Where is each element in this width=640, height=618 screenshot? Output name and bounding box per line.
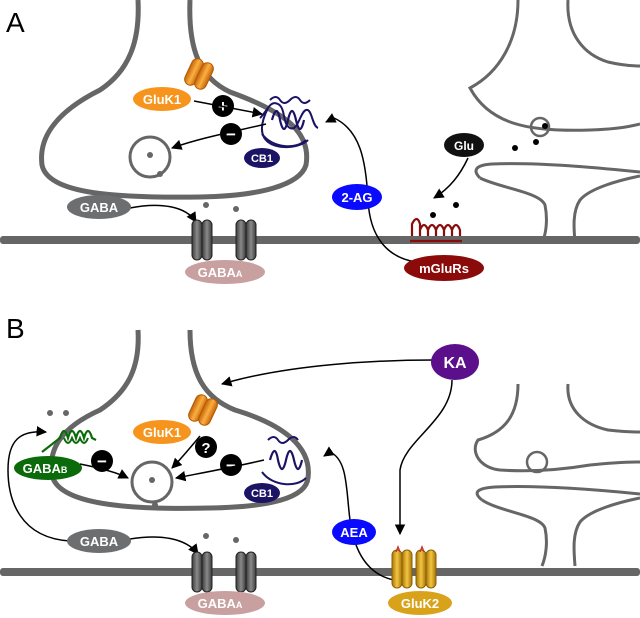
panel-b-postsynaptic-membrane [0,568,640,576]
panel-b-gaba-label: GABA [80,534,119,549]
panel-a-mglur-receptor-icon [410,217,462,236]
panel-a-arrow-glu [433,157,469,199]
panel-b-arrow-gabab-vesicle [79,463,129,479]
panel-b-cb1-receptor-icon [261,436,307,486]
panel-a-dendritic-spine [474,165,640,180]
panel-b-vesicle-right [525,450,549,474]
svg-text:−: − [97,452,107,471]
panel-b-arrow-cb1-vesicle [174,459,265,482]
panel-b-gluk2-receptor-icon [391,544,437,589]
svg-text:?: ? [201,440,210,457]
panel-b-gluk2-label-bg [388,591,452,615]
panel-a-gaba-label-bg [67,195,131,219]
panel-a-arrow-gluk1-cb1 [193,100,264,118]
panel-a-arrow-gaba [129,204,197,223]
panel-a-gaba-vesicle [128,135,172,179]
panel-a-gluk1-label: GluK1 [143,92,181,107]
panel-b-arrow-ka-gluk1 [220,359,435,387]
panel-b-arrow-ka-gluk2 [394,379,453,536]
panel-a-letter: A [6,7,25,38]
panel-b-arrow-gaba [129,536,199,555]
panel-a-mglurs-label-bg [404,255,484,281]
panel-b-gluk1-receptor-icon [188,394,218,426]
panel-a-cb1-label: CB1 [251,153,273,165]
panel-b-minus-right-icon [220,454,242,476]
panel-a-cb1-label-bg [244,148,280,168]
panel-b-arrow-gluk1-vesicle [171,435,201,469]
panel-a-mglurs-label: mGluRs [419,261,469,276]
panel-b-gabaa-label: GABAA [198,596,243,611]
panel-b: B GluK1 ? [0,313,640,615]
panel-b-gabab-label: GABAB [23,461,68,476]
panel-b-cb1-label: CB1 [251,488,273,500]
svg-text:−: − [226,456,236,475]
panel-a-minus-icon [220,123,242,145]
panel-a-glu-label-bg [444,133,484,157]
panel-a: A GluK1 [0,0,640,284]
panel-a-gabaa-label-bg [185,260,265,284]
panel-b-gaba-label-bg [67,529,131,553]
panel-b-cb1-label-bg [244,483,280,503]
panel-b-gabaa-label-bg [185,591,265,615]
panel-b-arrow-gaba-gabab [7,426,71,542]
panel-a-glu-vesicle [529,116,551,138]
panel-a-gaba-label: GABA [80,200,119,215]
panel-b-gaba-vesicle [130,460,174,504]
panel-a-inhibitory-terminal [39,0,310,200]
panel-b-gabab-receptor-icon [41,429,97,453]
panel-b-ka-label: KA [443,355,467,372]
panel-a-gabaa-receptor-icon [191,219,257,261]
panel-b-gluk2-label: GluK2 [401,596,439,611]
svg-text:−: − [226,125,236,144]
panel-b-aea-label-bg [332,519,376,545]
panel-a-gluk1-receptor-icon [184,58,214,90]
panel-a-2ag-label: 2-AG [341,190,372,205]
panel-a-excitatory-terminal [467,0,640,132]
panel-b-excitatory-terminal [473,383,640,473]
panel-b-minus-left-icon [91,450,113,472]
panel-b-gluk1-label: GluK1 [143,425,181,440]
panel-b-inhibitory-terminal [48,329,311,511]
panel-b-arrow-aea [323,446,395,581]
panel-a-2ag-label-bg [332,184,382,210]
panel-a-arrow-cb1-vesicle [171,123,267,150]
panel-a-glu-label: Glu [454,139,474,153]
panel-b-question-icon [195,436,217,458]
panel-b-ka-label-bg [431,344,479,380]
panel-b-letter: B [6,313,25,344]
panel-b-gluk1-label-bg [133,420,191,444]
panel-b-aea-label: AEA [340,525,368,540]
panel-a-gabaa-label: GABAA [198,265,243,280]
panel-a-postsynaptic-membrane [0,236,640,244]
panel-a-gluk1-label-bg [133,87,191,111]
panel-b-gabab-label-bg [14,456,82,480]
panel-b-gabaa-receptor-icon [191,551,257,593]
